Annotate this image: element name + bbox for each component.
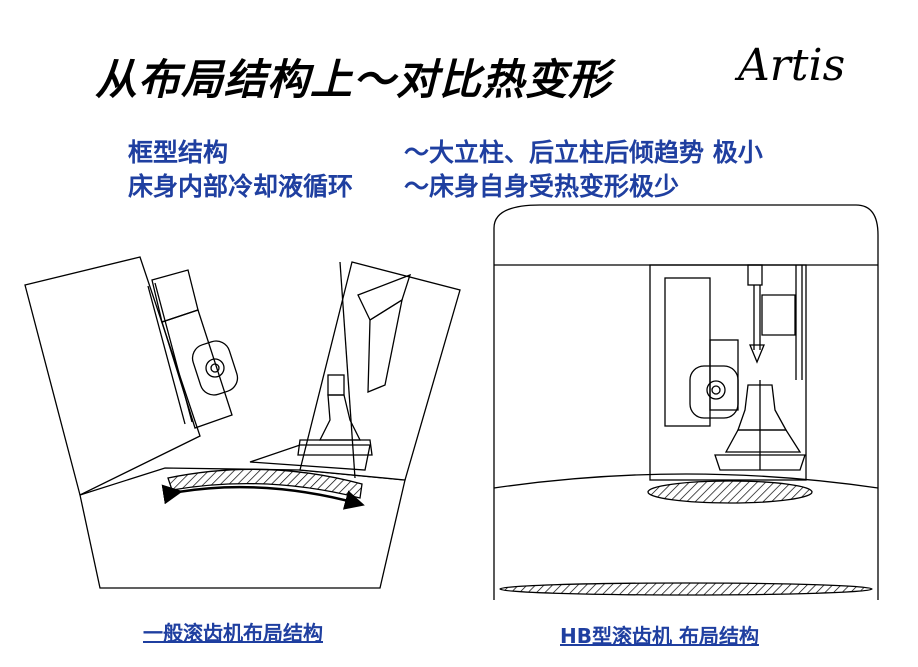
hb-machine-drawing	[493, 204, 879, 600]
point-1-text: ～大立柱、后立柱后倾趋势 极小	[404, 138, 763, 167]
caption-conventional: 一般滚齿机布局结构	[143, 621, 323, 645]
artis-logo: Artis	[738, 40, 846, 91]
slide-title: 从布局结构上～对比热变形	[95, 55, 612, 104]
point-2-label: 床身内部冷却液循环	[128, 172, 354, 201]
conventional-machine-drawing	[24, 256, 461, 589]
point-2-text: ～床身自身受热变形极少	[404, 172, 680, 201]
point-1-label: 框型结构	[128, 138, 229, 167]
caption-hb: HB型滚齿机 布局结构	[560, 624, 759, 648]
